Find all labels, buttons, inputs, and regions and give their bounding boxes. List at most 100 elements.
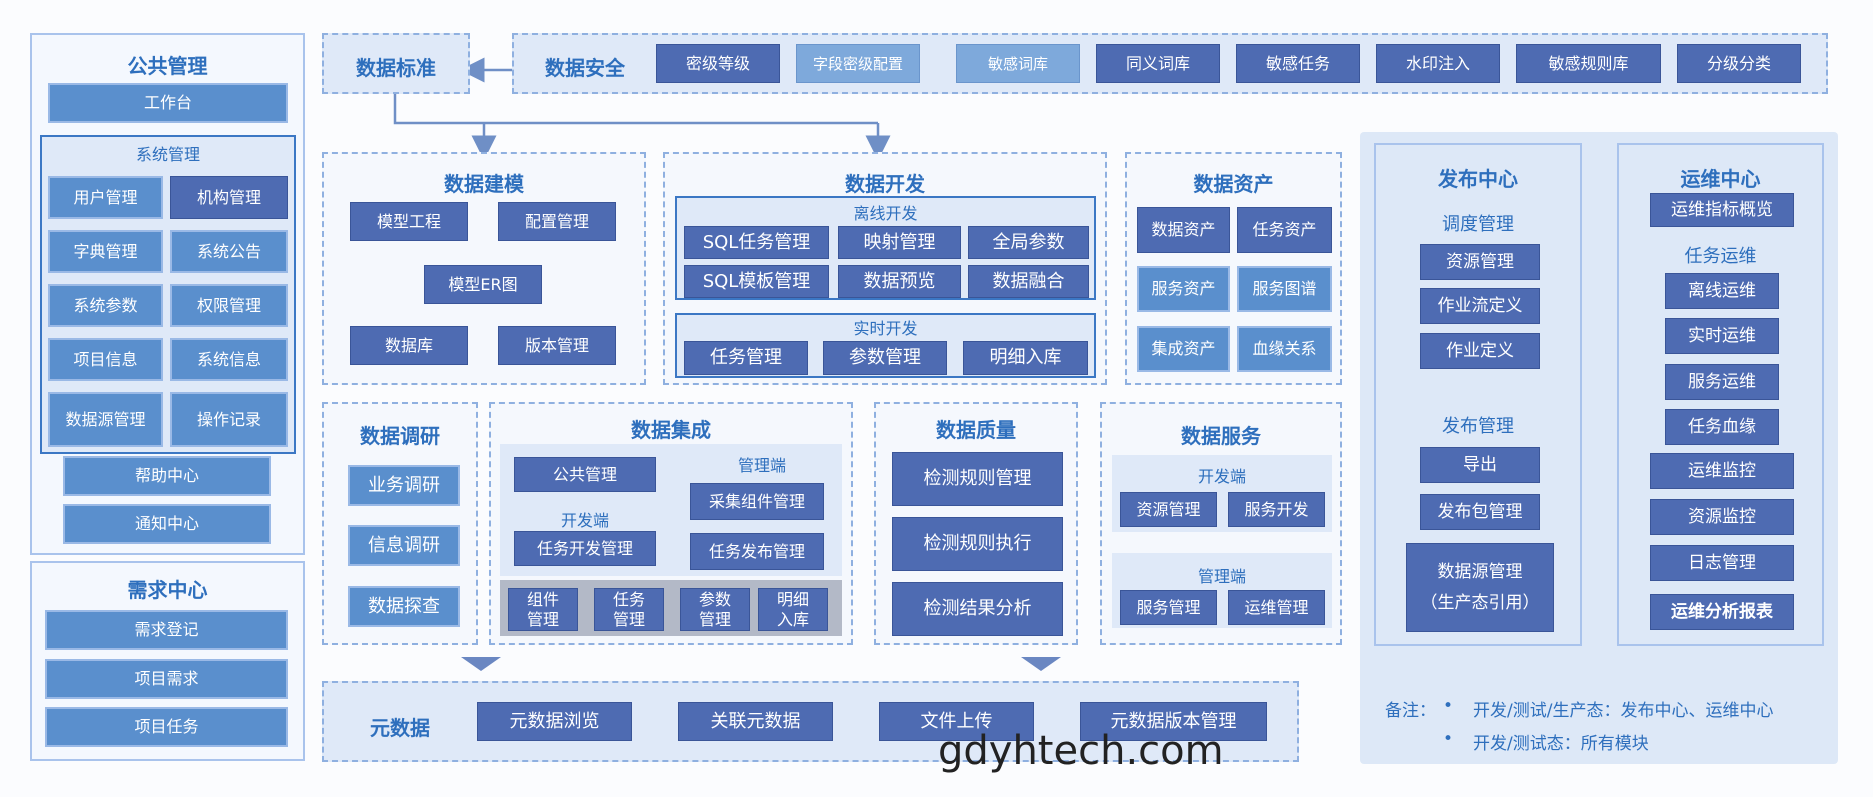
business-research-button[interactable]: 业务调研 xyxy=(348,465,460,506)
arrow-down-right-metadata xyxy=(1021,657,1061,671)
detail-import-button[interactable]: 明细入库 xyxy=(963,341,1088,375)
notes-bullet-1: • xyxy=(1443,696,1454,716)
data-modeling-title: 数据建模 xyxy=(444,172,524,196)
asset-data-button[interactable]: 数据资产 xyxy=(1137,207,1230,253)
realtime-ops-button[interactable]: 实时运维 xyxy=(1665,318,1779,354)
datasource-prod-button[interactable]: 数据源管理 （生产态引用） xyxy=(1406,543,1554,632)
system-params-button[interactable]: 系统参数 xyxy=(48,284,163,327)
realtime-dev-title: 实时开发 xyxy=(853,319,918,338)
mapping-management-button[interactable]: 映射管理 xyxy=(838,226,961,259)
service-graph-button[interactable]: 服务图谱 xyxy=(1237,266,1332,312)
security-level-button[interactable]: 密级等级 xyxy=(656,44,780,83)
dictionary-management-button[interactable]: 字典管理 xyxy=(48,230,163,273)
system-notice-button[interactable]: 系统公告 xyxy=(170,230,288,273)
integration-detail-import-button[interactable]: 明细 入库 xyxy=(758,588,828,631)
data-integration-title: 数据集成 xyxy=(631,418,711,442)
sensitive-words-button[interactable]: 敏感词库 xyxy=(956,44,1080,83)
version-management-button[interactable]: 版本管理 xyxy=(498,326,616,365)
data-dev-title: 数据开发 xyxy=(845,172,925,196)
metadata-browse-button[interactable]: 元数据浏览 xyxy=(477,702,632,741)
component-mgmt-button[interactable]: 组件 管理 xyxy=(508,588,578,631)
model-er-button[interactable]: 模型ER图 xyxy=(424,265,542,304)
global-params-button[interactable]: 全局参数 xyxy=(968,226,1089,259)
datasource-prod-line1: 数据源管理 xyxy=(1437,562,1523,583)
integration-public-mgmt-button[interactable]: 公共管理 xyxy=(514,457,656,492)
data-preview-button[interactable]: 数据预览 xyxy=(838,265,961,298)
task-lineage-button[interactable]: 任务血缘 xyxy=(1665,409,1779,445)
info-research-button[interactable]: 信息调研 xyxy=(348,525,460,566)
task-management-button[interactable]: 任务管理 xyxy=(684,341,808,375)
offline-dev-title: 离线开发 xyxy=(853,204,918,223)
data-exploration-button[interactable]: 数据探查 xyxy=(348,586,460,627)
integration-param-mgmt-button[interactable]: 参数 管理 xyxy=(680,588,750,631)
operation-log-button[interactable]: 操作记录 xyxy=(170,392,288,447)
sql-template-button[interactable]: SQL模板管理 xyxy=(684,265,829,298)
database-button[interactable]: 数据库 xyxy=(350,326,468,365)
requirement-register-button[interactable]: 需求登记 xyxy=(45,610,288,650)
service-resource-mgmt-button[interactable]: 资源管理 xyxy=(1120,492,1217,527)
integration-task-mgmt-button[interactable]: 任务 管理 xyxy=(594,588,664,631)
sensitive-rules-button[interactable]: 敏感规则库 xyxy=(1516,44,1661,83)
ops-center-panel xyxy=(1617,143,1824,646)
job-def-button[interactable]: 作业定义 xyxy=(1420,333,1540,369)
synonym-library-button[interactable]: 同义词库 xyxy=(1096,44,1220,83)
param-management-button[interactable]: 参数管理 xyxy=(823,341,947,375)
metadata-version-button[interactable]: 元数据版本管理 xyxy=(1080,702,1267,741)
datasource-management-button[interactable]: 数据源管理 xyxy=(48,392,163,447)
data-security-title: 数据安全 xyxy=(545,56,625,80)
watermark-inject-button[interactable]: 水印注入 xyxy=(1376,44,1500,83)
field-level-config-button[interactable]: 字段密级配置 xyxy=(796,44,920,83)
service-mgmt-label: 管理端 xyxy=(1197,567,1246,586)
notify-center-button[interactable]: 通知中心 xyxy=(63,504,271,544)
check-result-analysis-button[interactable]: 检测结果分析 xyxy=(892,582,1063,636)
ops-mgmt-button[interactable]: 运维管理 xyxy=(1228,590,1325,625)
service-ops-button[interactable]: 服务运维 xyxy=(1665,364,1779,400)
service-mgmt-button[interactable]: 服务管理 xyxy=(1120,590,1217,625)
org-management-button[interactable]: 机构管理 xyxy=(170,176,288,219)
sql-task-button[interactable]: SQL任务管理 xyxy=(684,226,829,259)
resource-monitor-button[interactable]: 资源监控 xyxy=(1650,499,1794,535)
asset-task-button[interactable]: 任务资产 xyxy=(1237,207,1332,253)
publish-center-title: 发布中心 xyxy=(1438,167,1518,191)
check-rule-exec-button[interactable]: 检测规则执行 xyxy=(892,517,1063,571)
export-button[interactable]: 导出 xyxy=(1420,447,1540,483)
asset-integration-button[interactable]: 集成资产 xyxy=(1137,326,1230,372)
model-project-button[interactable]: 模型工程 xyxy=(350,202,468,241)
data-research-title: 数据调研 xyxy=(360,424,440,448)
datasource-prod-line2: （生产态引用） xyxy=(1420,592,1540,613)
related-metadata-button[interactable]: 关联元数据 xyxy=(678,702,833,741)
user-management-button[interactable]: 用户管理 xyxy=(48,176,163,219)
workflow-def-button[interactable]: 作业流定义 xyxy=(1420,288,1540,324)
offline-ops-button[interactable]: 离线运维 xyxy=(1665,273,1779,309)
task-ops-title: 任务运维 xyxy=(1684,246,1757,267)
lineage-button[interactable]: 血缘关系 xyxy=(1237,326,1332,372)
check-rule-mgmt-button[interactable]: 检测规则管理 xyxy=(892,452,1063,506)
ops-overview-button[interactable]: 运维指标概览 xyxy=(1650,193,1794,227)
ops-monitor-button[interactable]: 运维监控 xyxy=(1650,453,1794,489)
ops-center-title: 运维中心 xyxy=(1680,167,1761,191)
service-dev-button[interactable]: 服务开发 xyxy=(1228,492,1325,527)
task-publish-mgmt-button[interactable]: 任务发布管理 xyxy=(690,533,824,570)
file-upload-button[interactable]: 文件上传 xyxy=(879,702,1034,741)
project-task-button[interactable]: 项目任务 xyxy=(45,707,288,747)
permission-management-button[interactable]: 权限管理 xyxy=(170,284,288,327)
publish-package-button[interactable]: 发布包管理 xyxy=(1420,494,1540,530)
project-info-button[interactable]: 项目信息 xyxy=(48,338,163,381)
help-center-button[interactable]: 帮助中心 xyxy=(63,456,271,496)
log-management-button[interactable]: 日志管理 xyxy=(1650,545,1794,581)
collect-component-button[interactable]: 采集组件管理 xyxy=(690,483,824,520)
asset-service-button[interactable]: 服务资产 xyxy=(1137,266,1230,312)
project-requirement-button[interactable]: 项目需求 xyxy=(45,659,288,699)
schedule-resource-button[interactable]: 资源管理 xyxy=(1420,244,1540,280)
sensitive-task-button[interactable]: 敏感任务 xyxy=(1236,44,1360,83)
data-standard-panel[interactable] xyxy=(322,33,470,94)
task-dev-mgmt-button[interactable]: 任务开发管理 xyxy=(514,531,656,566)
notes-bullet-2: • xyxy=(1443,729,1454,749)
system-info-button[interactable]: 系统信息 xyxy=(170,338,288,381)
config-management-button[interactable]: 配置管理 xyxy=(498,202,616,241)
data-fusion-button[interactable]: 数据融合 xyxy=(968,265,1089,298)
workbench-button[interactable]: 工作台 xyxy=(48,83,288,123)
classification-button[interactable]: 分级分类 xyxy=(1677,44,1801,83)
ops-report-button[interactable]: 运维分析报表 xyxy=(1650,594,1794,630)
